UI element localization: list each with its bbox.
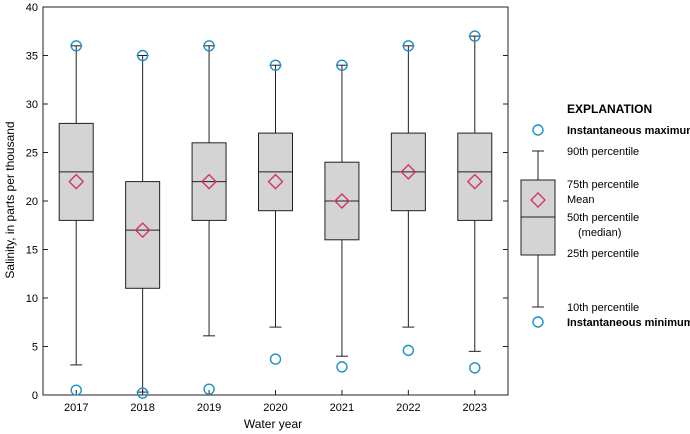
legend-min-label: Instantaneous minimum (567, 317, 690, 329)
legend-p75-label: 75th percentile (567, 179, 639, 191)
min-marker (70, 384, 82, 396)
iqr-box (457, 132, 493, 221)
box-series (58, 30, 493, 399)
legend-title: EXPLANATION (567, 102, 652, 116)
x-tick-label: 2019 (197, 402, 221, 414)
max-marker (203, 40, 215, 52)
y-tick-label: 20 (26, 196, 38, 208)
min-marker (402, 344, 415, 357)
legend-max-marker (532, 124, 544, 136)
x-tick-label: 2023 (463, 402, 487, 414)
x-tick-label: 2022 (396, 402, 420, 414)
max-marker (269, 59, 282, 71)
legend: EXPLANATION Instantaneous maximum 90th p… (520, 102, 690, 329)
box-2020 (258, 59, 293, 365)
max-marker (70, 40, 82, 52)
min-marker (469, 362, 481, 374)
x-tick-label: 2018 (130, 402, 154, 414)
mean-marker (68, 173, 85, 190)
box-2022 (390, 40, 426, 357)
y-axis-title: Salinity, in parts per thousand (3, 121, 17, 278)
y-tick-label: 40 (26, 2, 38, 14)
iqr-box (125, 181, 161, 289)
legend-max-label: Instantaneous maximum (567, 125, 690, 137)
mean-marker (466, 173, 483, 190)
y-tick-label: 10 (26, 293, 38, 305)
x-tick-label: 2020 (263, 402, 287, 414)
y-tick-label: 5 (32, 342, 38, 354)
mean-marker (134, 222, 151, 239)
x-tick-label: 2017 (64, 402, 88, 414)
box-2021 (324, 59, 360, 373)
max-marker (336, 59, 348, 71)
x-tick-label: 2021 (330, 402, 354, 414)
y-tick-label: 35 (26, 51, 38, 63)
y-tick-label: 0 (32, 390, 38, 402)
box-2019 (191, 40, 227, 395)
min-marker (269, 353, 282, 365)
y-axis-ticks: 0 5 10 15 20 25 30 35 40 (26, 2, 508, 402)
max-marker (402, 40, 415, 52)
mean-marker (201, 173, 218, 190)
box-2018 (125, 49, 161, 399)
legend-median-label: 50th percentile (567, 212, 639, 224)
min-marker (336, 361, 348, 373)
box-2023 (457, 30, 493, 374)
min-marker (136, 387, 149, 399)
min-marker (203, 383, 215, 395)
box-2017 (58, 40, 94, 396)
legend-p10-label: 10th percentile (567, 302, 639, 314)
y-tick-label: 15 (26, 245, 38, 257)
x-axis-ticks: 2017 2018 2019 2020 2021 2022 2023 (64, 390, 487, 414)
legend-min-marker (532, 316, 544, 328)
y-tick-label: 25 (26, 148, 38, 160)
legend-mean-label: Mean (567, 194, 595, 206)
legend-mean-marker (530, 192, 546, 208)
max-marker (136, 49, 149, 62)
legend-median-label-2: (median) (578, 227, 621, 239)
x-axis-title: Water year (244, 417, 302, 431)
legend-p90-label: 90th percentile (567, 146, 639, 158)
y-tick-label: 30 (26, 99, 38, 111)
mean-marker (333, 193, 350, 209)
mean-marker (400, 163, 417, 180)
max-marker (469, 30, 481, 42)
mean-marker (267, 173, 284, 190)
legend-p25-label: 25th percentile (567, 248, 639, 260)
